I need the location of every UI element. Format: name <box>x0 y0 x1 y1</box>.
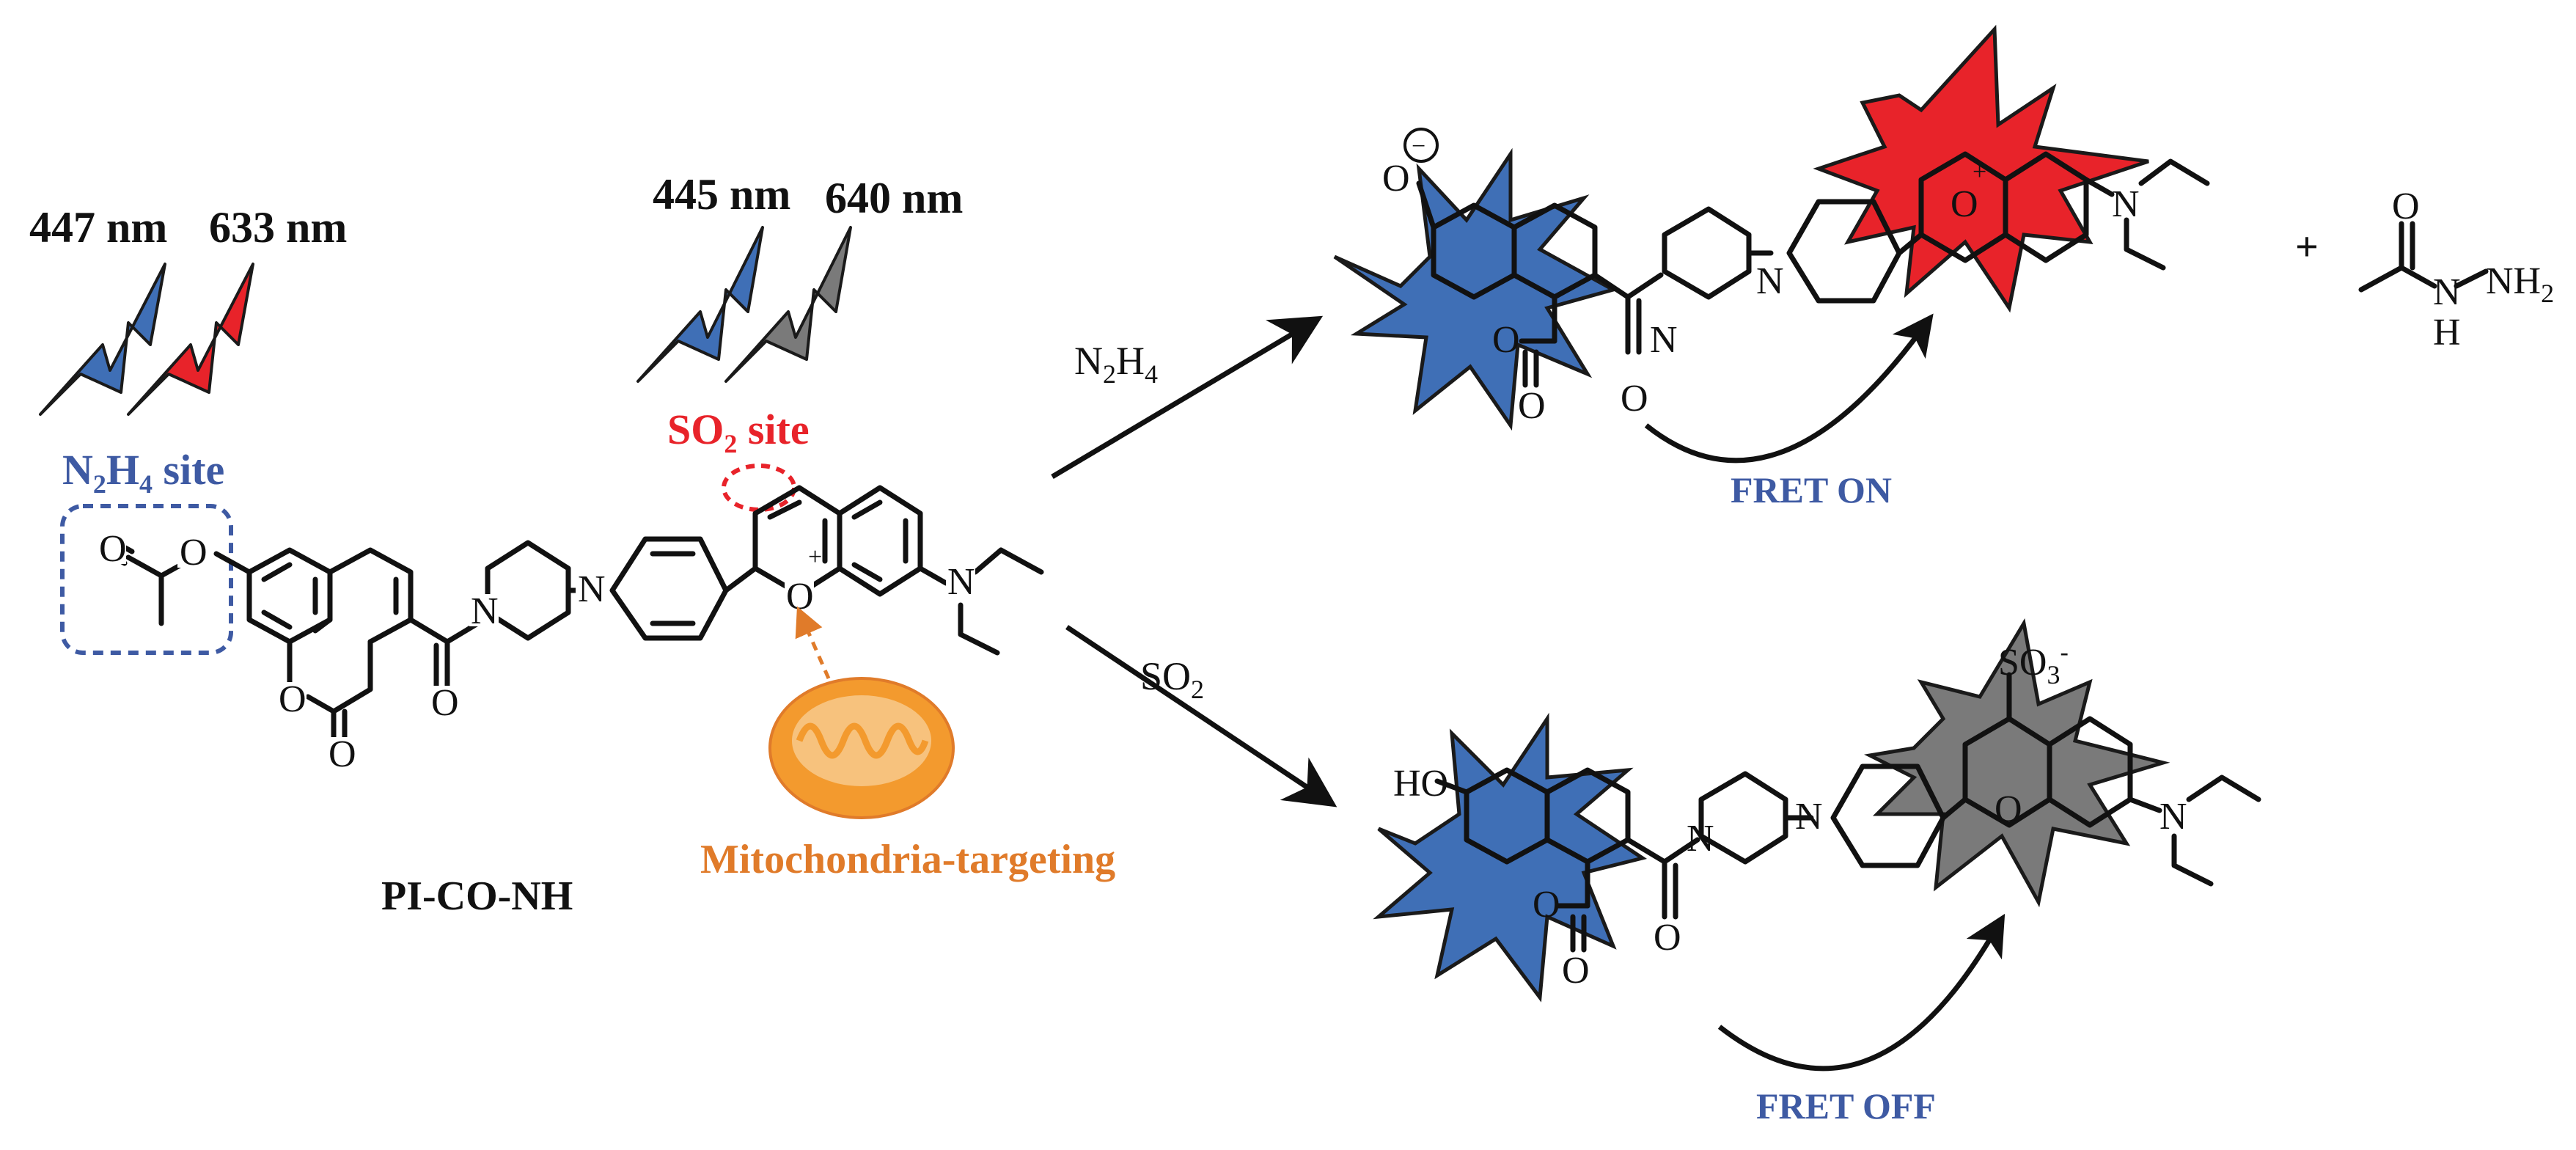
mitochondrion-icon <box>768 677 955 819</box>
wavelength-633-label: 633 nm <box>209 203 347 252</box>
mitochondria-targeting-label: Mitochondria-targeting <box>700 837 1115 882</box>
atom-n: N <box>947 561 975 603</box>
atom-n: N <box>2159 796 2187 838</box>
n2h4-site-label: N2H4 site <box>62 446 224 499</box>
acetohydrazide-structure: O N H NH2 <box>2358 186 2554 354</box>
atom-n: N <box>471 590 499 632</box>
fret-off-label: FRET OFF <box>1756 1085 1936 1127</box>
hydrazine-reagent-label: N2H4 <box>1074 339 1158 389</box>
atom-n: N <box>2112 183 2140 225</box>
fret-on-label: FRET ON <box>1731 469 1892 510</box>
charge-minus: − <box>1412 133 1425 160</box>
atom-o: O <box>1621 378 1648 420</box>
curved-arrow-icon <box>1644 313 1934 464</box>
wavelength-447-label: 447 nm <box>29 203 167 252</box>
atom-n: N <box>1687 818 1714 860</box>
lightning-bolt-icon <box>127 263 254 416</box>
atom-o: O <box>1382 158 1410 199</box>
wavelength-445-label: 445 nm <box>653 170 790 219</box>
charge-plus: + <box>1973 158 1986 186</box>
atom-o: O <box>1654 917 1681 959</box>
wavelength-640-label: 640 nm <box>825 174 963 222</box>
charge-plus: + <box>808 543 822 571</box>
so2-site-label: SO2 site <box>667 406 810 458</box>
curved-arrow-icon <box>1717 913 2006 1072</box>
lightning-bolt-icon <box>636 226 764 383</box>
atom-o: O <box>431 682 459 724</box>
atom-o: O <box>279 678 307 720</box>
coumarin-excitation-group: 447 nm 633 nm <box>29 203 347 416</box>
reaction-arrow-icon <box>1065 625 1337 807</box>
atom-h: H <box>2433 312 2461 354</box>
benzopyrylium-excitation-group: 445 nm 640 nm <box>636 170 963 383</box>
atom-o: O <box>786 576 814 618</box>
hydroxyl-label: HO <box>1393 763 1448 805</box>
n2h4-site-box <box>60 504 233 655</box>
sulfonate-label: SO3- <box>1998 639 2069 689</box>
bottom-product-structure: HO O O O N N O N SO3- <box>1373 618 2261 1003</box>
atom-o: O <box>1533 884 1560 926</box>
atom-n: N <box>578 568 606 610</box>
atom-o: O <box>1951 183 1978 225</box>
probe-structure: O O O O O N N O + N <box>97 485 1044 775</box>
atom-o: O <box>1518 385 1546 427</box>
amino-label: NH2 <box>2486 260 2554 308</box>
atom-n: N <box>1795 796 1823 838</box>
lightning-bolt-icon <box>39 263 166 416</box>
reaction-arrow-icon <box>1051 315 1324 480</box>
atom-o: O <box>1492 319 1520 361</box>
atom-o: O <box>1562 950 1590 992</box>
targeting-dashed-arrow <box>795 606 831 680</box>
atom-o: O <box>1995 788 2022 830</box>
top-product-structure: O − O O O N N O + N <box>1333 24 2210 431</box>
sulfur-dioxide-reagent-label: SO2 <box>1140 654 1204 704</box>
atom-n: N <box>2433 271 2461 313</box>
probe-name-label: PI-CO-NH <box>381 874 573 919</box>
atom-o: O <box>329 733 356 775</box>
so2-site-marker <box>722 464 796 512</box>
starburst-icon <box>1333 147 1618 431</box>
atom-n: N <box>1756 260 1784 302</box>
plus-sign: + <box>2295 224 2319 270</box>
lightning-bolt-icon <box>724 226 852 383</box>
atom-o: O <box>2392 186 2420 227</box>
atom-o: O <box>180 532 208 574</box>
atom-n: N <box>1650 319 1678 361</box>
atom-o: O <box>99 528 127 570</box>
